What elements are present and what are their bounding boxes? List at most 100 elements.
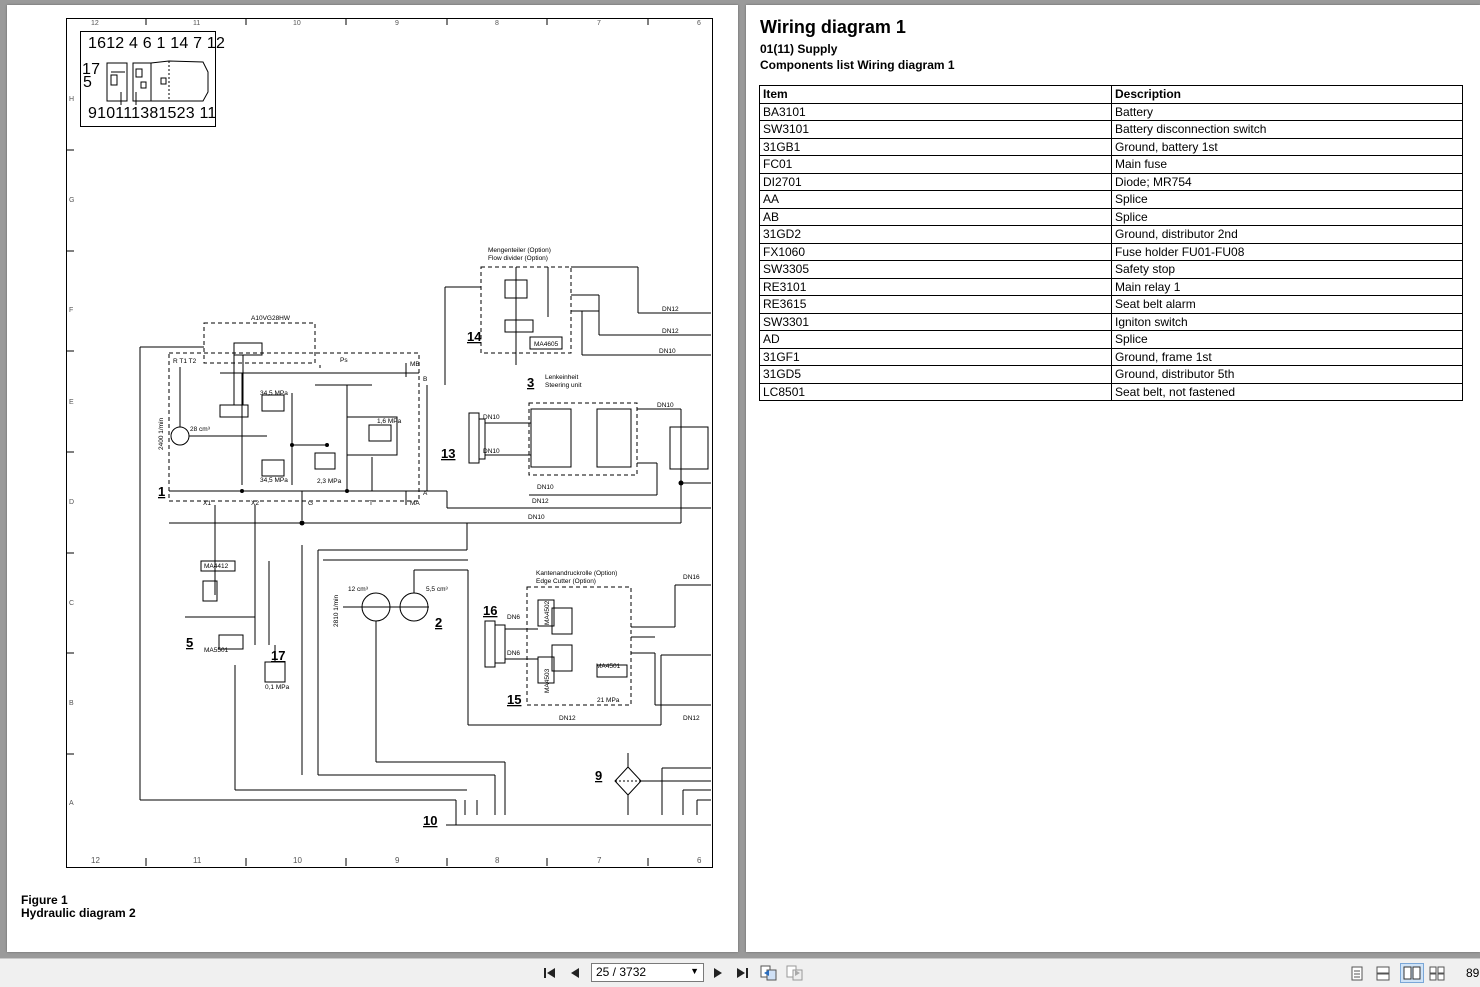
cell-item: FX1060	[759, 242, 1112, 261]
cell-item: 31GF1	[759, 347, 1112, 366]
cell-description: Battery	[1111, 102, 1463, 121]
line-size-label: DN6	[507, 614, 520, 621]
continuous-icon[interactable]	[1374, 964, 1392, 982]
cell-item: LC8501	[759, 382, 1112, 401]
dropdown-arrow-icon: ▼	[690, 966, 699, 976]
cell-description: Main fuse	[1111, 155, 1463, 174]
left-page: 12 11 10 9 8 7 6 12 11 10 9 8 7 6 H G F …	[7, 5, 738, 952]
pressure-label: 2,3 MPa	[317, 478, 342, 485]
ruler-label: C	[69, 600, 75, 607]
line-size-label: DN16	[683, 574, 700, 581]
flow-divider-label-de: Mengenteiler (Option)	[488, 247, 551, 254]
first-page-icon[interactable]	[541, 964, 559, 982]
port-label: G	[308, 500, 313, 507]
port-label: MB	[410, 361, 420, 368]
hydraulic-schematic: A10VG28HW Mengenteiler (Option) Flow div…	[66, 18, 711, 866]
ruler-label: D	[69, 499, 75, 506]
ruler-label: 8	[495, 856, 500, 865]
speed-label: 2810 1/min	[333, 594, 340, 627]
line-size-label: DN10	[483, 414, 500, 421]
figure-label: Figure 1	[21, 893, 68, 907]
cell-description: Diode; MR754	[1111, 172, 1463, 191]
line-size-label: DN6	[507, 650, 520, 657]
last-page-icon[interactable]	[733, 964, 751, 982]
previous-view-icon[interactable]	[760, 964, 778, 982]
ruler-label: 7	[597, 856, 602, 865]
ruler-label: 11	[193, 20, 201, 27]
cell-description: Battery disconnection switch	[1111, 120, 1463, 139]
valve-tag: MA4503	[544, 668, 551, 693]
line-size-label: DN10	[659, 348, 676, 355]
cell-item: RE3101	[759, 277, 1112, 296]
line-size-label: DN10	[483, 448, 500, 455]
inset-sketch	[106, 60, 209, 105]
facing-icon[interactable]	[1400, 963, 1424, 983]
ruler-label: 6	[697, 20, 701, 27]
table-header-row: Item Description	[759, 85, 1463, 104]
cell-item: AA	[759, 190, 1112, 209]
line-size-label: DN12	[559, 715, 576, 722]
component-number: 2	[435, 615, 442, 630]
column-header-item: Item	[759, 85, 1112, 104]
cell-item: DI2701	[759, 172, 1112, 191]
port-label: B	[423, 376, 427, 383]
cell-item: AD	[759, 330, 1112, 349]
cell-item: 31GB1	[759, 137, 1112, 156]
single-page-icon[interactable]	[1348, 964, 1366, 982]
valve-tag: MA4605	[534, 341, 559, 348]
cell-item: 31GD5	[759, 365, 1112, 384]
inset-numbers-bottom: 910111381523 11	[88, 105, 217, 122]
cell-description: Ground, battery 1st	[1111, 137, 1463, 156]
next-page-icon[interactable]	[709, 964, 727, 982]
cell-description: Safety stop	[1111, 260, 1463, 279]
ruler-label: 6	[697, 856, 702, 865]
component-number: 14	[467, 329, 482, 344]
cell-description: Splice	[1111, 190, 1463, 209]
cell-description: Ground, distributor 5th	[1111, 365, 1463, 384]
continuous-facing-icon[interactable]	[1428, 964, 1446, 982]
line-size-label: DN10	[657, 402, 674, 409]
steering-unit-label-en: Steering unit	[545, 382, 582, 389]
ruler-label: 9	[395, 856, 400, 865]
cell-item: RE3615	[759, 295, 1112, 314]
ruler-label: 7	[597, 20, 601, 27]
cell-description: Seat belt alarm	[1111, 295, 1463, 314]
next-view-icon[interactable]	[786, 964, 804, 982]
ruler-label: A	[69, 800, 74, 807]
valve-tag: MA4501	[596, 663, 621, 670]
ruler-label: B	[69, 700, 74, 707]
component-number: 3	[527, 375, 534, 390]
previous-page-icon[interactable]	[566, 964, 584, 982]
line-size-label: DN10	[537, 484, 554, 491]
component-number: 16	[483, 603, 497, 618]
port-label: MA	[410, 500, 420, 507]
pressure-label: 34,5 MPa	[260, 477, 288, 484]
ruler-label: F	[69, 307, 74, 314]
valve-tag: MA4502	[544, 600, 551, 625]
component-number: 5	[186, 635, 193, 650]
table-caption: Components list Wiring diagram 1	[760, 58, 955, 72]
locator-inset: 1612 4 6 1 14 7 12 17 5 910111381523 11	[80, 31, 225, 127]
speed-label: 2400 1/min	[158, 417, 165, 450]
cell-item: FC01	[759, 155, 1112, 174]
page-number-select[interactable]: 25 / 3732 ▼	[591, 963, 704, 982]
line-size-label: DN12	[532, 498, 549, 505]
cell-description: Splice	[1111, 330, 1463, 349]
cell-item: SW3301	[759, 312, 1112, 331]
flow-divider-label-en: Flow divider (Option)	[488, 255, 548, 262]
component-number: 10	[423, 813, 437, 828]
component-number: 9	[595, 768, 602, 783]
port-label: T	[369, 500, 373, 507]
ruler-label: E	[69, 399, 74, 406]
port-label: R T1 T2	[173, 358, 197, 365]
pump-model-label: A10VG28HW	[251, 315, 291, 322]
pressure-label: 1,6 MPa	[377, 418, 402, 425]
